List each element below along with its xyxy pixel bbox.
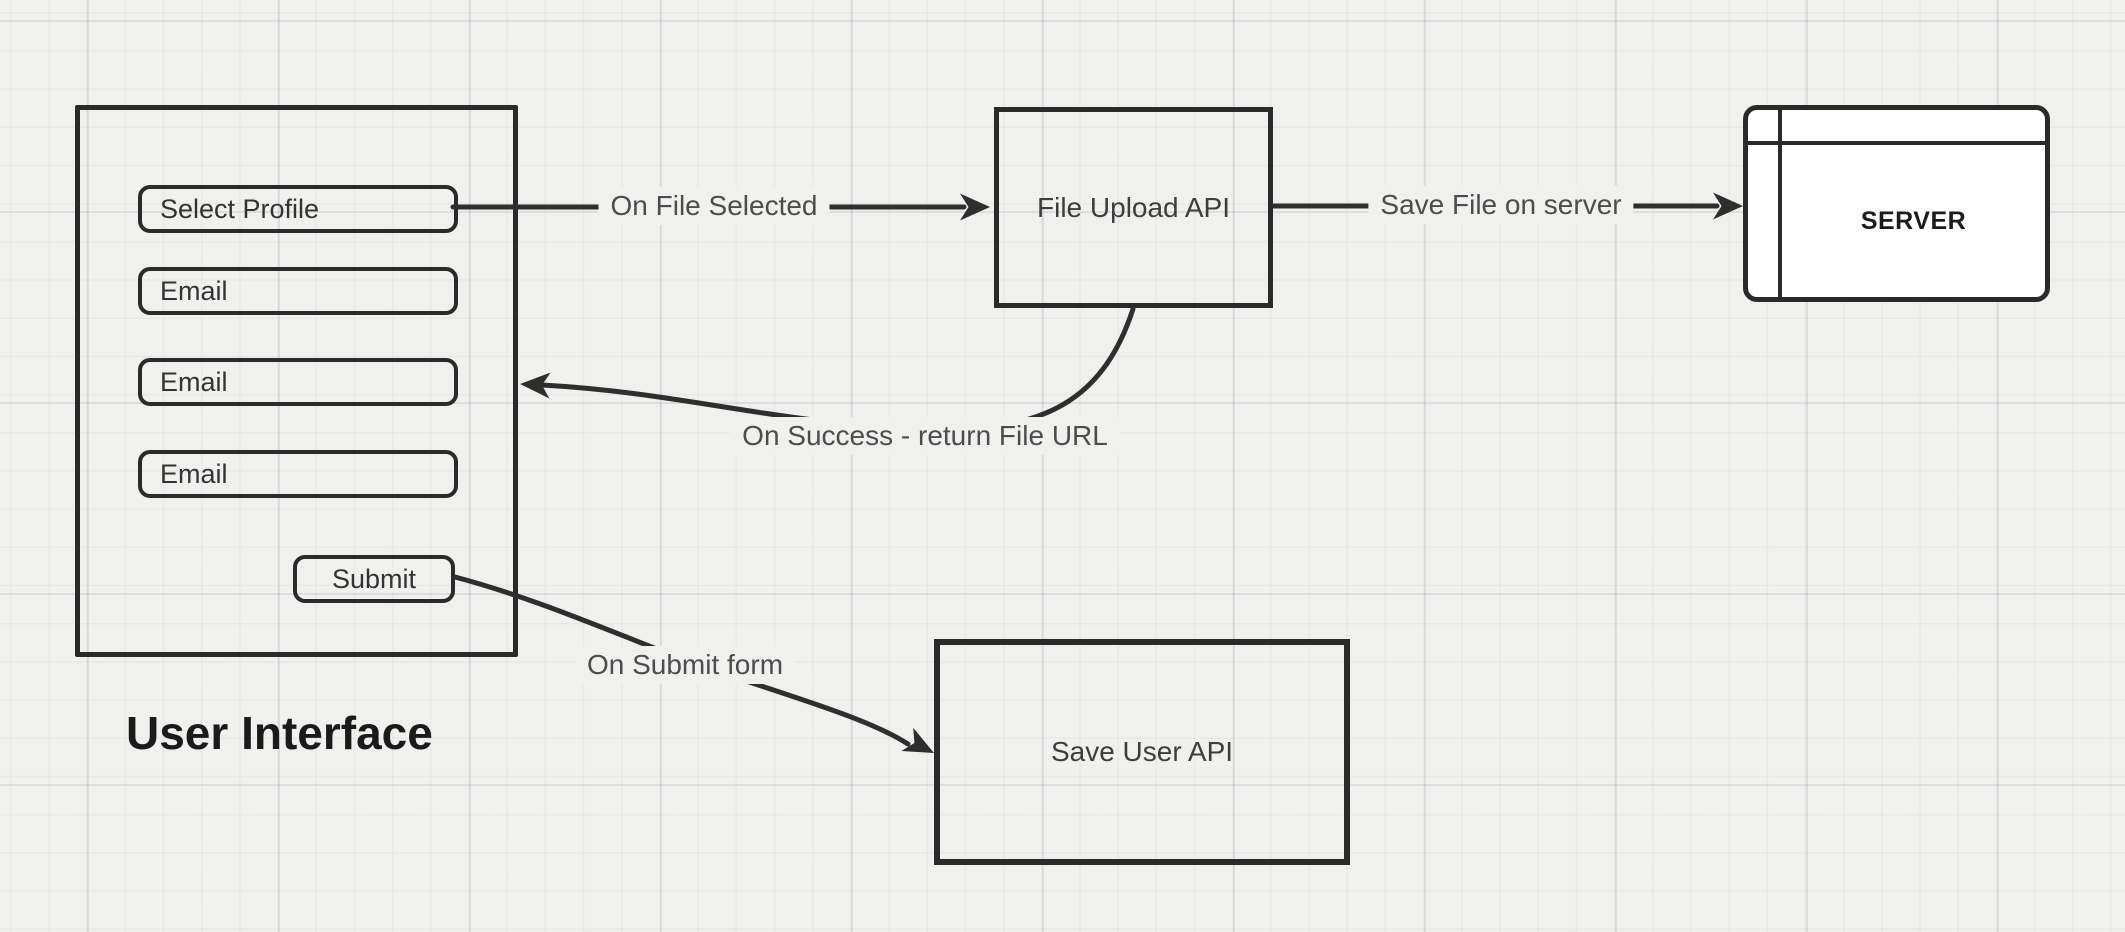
select-profile-field[interactable]: Select Profile: [138, 185, 458, 233]
email-field-3-label: Email: [160, 458, 228, 489]
edge-label-on-submit: On Submit form: [574, 646, 796, 684]
edge-label-save-file-on-server: Save File on server: [1368, 186, 1634, 224]
user-interface-box[interactable]: Select Profile Email Email Email Submit: [75, 105, 518, 657]
submit-button[interactable]: Submit: [293, 555, 455, 603]
email-field-1-label: Email: [160, 275, 228, 306]
connector-on-success[interactable]: [539, 306, 1136, 432]
arrowhead-save-file-on-server: [1713, 192, 1743, 220]
email-field-3[interactable]: Email: [138, 450, 458, 498]
submit-button-label: Submit: [331, 563, 417, 594]
arrowhead-on-file-selected: [960, 193, 990, 221]
edge-label-on-success: On Success - return File URL: [730, 417, 1120, 455]
save-user-api-label: Save User API: [1050, 736, 1234, 767]
edge-label-on-file-selected: On File Selected: [598, 187, 830, 225]
server-card-left-divider: [1778, 110, 1782, 297]
email-field-1[interactable]: Email: [138, 267, 458, 315]
server-label: SERVER: [1860, 206, 1967, 235]
email-field-2[interactable]: Email: [138, 358, 458, 406]
arrowhead-on-submit: [901, 727, 934, 753]
save-user-api-node[interactable]: Save User API: [934, 639, 1350, 865]
file-upload-api-node[interactable]: File Upload API: [994, 107, 1273, 308]
user-interface-title: User Interface: [126, 707, 433, 759]
arrowhead-on-success: [520, 372, 551, 399]
email-field-2-label: Email: [160, 366, 228, 397]
server-node[interactable]: SERVER: [1743, 105, 2050, 302]
select-profile-label: Select Profile: [160, 193, 320, 224]
file-upload-api-label: File Upload API: [1037, 191, 1230, 223]
server-card-header-divider: [1748, 141, 2045, 145]
